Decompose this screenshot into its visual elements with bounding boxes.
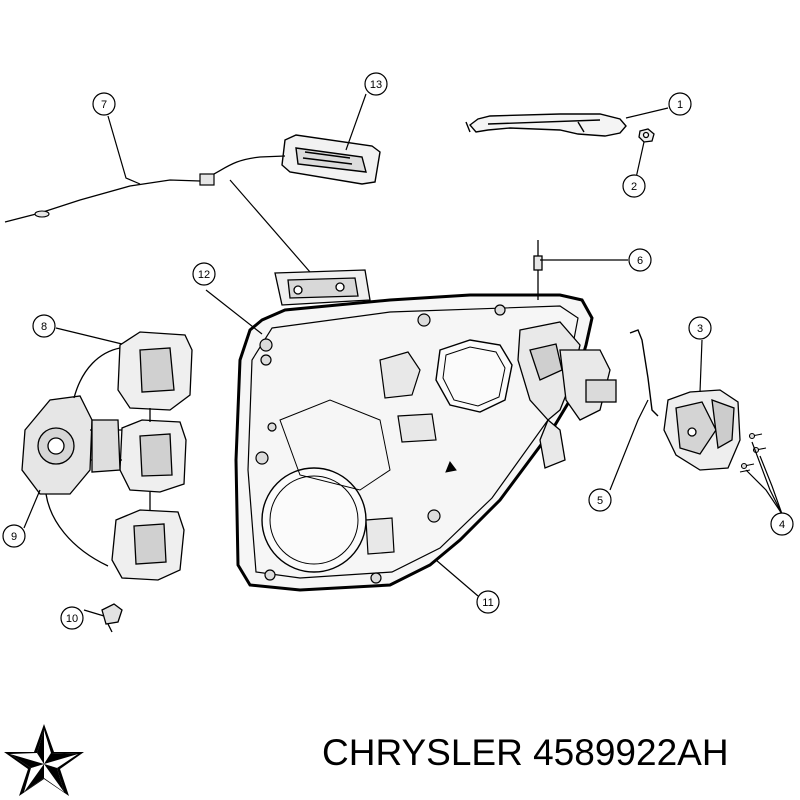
part-screws (739, 432, 767, 473)
callout-8: 8 (32, 314, 56, 338)
callout-label: 9 (11, 531, 17, 543)
callout-label: 8 (41, 321, 47, 333)
callout-label: 1 (677, 99, 683, 111)
part-caption: CHRYSLER 4589922AH (322, 734, 729, 771)
callout-12: 12 (192, 262, 216, 286)
part-door-panel (234, 293, 594, 592)
callout-label: 12 (198, 269, 210, 281)
callout-5: 5 (588, 488, 612, 512)
part-latch-linkage (517, 321, 617, 469)
exploded-parts-diagram: 1 2 3 4 5 6 7 8 9 10 11 12 (2, 72, 794, 633)
brand-name: CHRYSLER (322, 732, 523, 773)
callout-10: 10 (60, 606, 84, 630)
callout-7: 7 (92, 92, 116, 116)
callout-label: 2 (631, 181, 637, 193)
callout-4: 4 (770, 512, 794, 536)
callout-1: 1 (668, 92, 692, 116)
part-latch (663, 389, 741, 471)
callout-9: 9 (2, 524, 26, 548)
callout-13: 13 (364, 72, 388, 96)
part-clip (638, 128, 655, 143)
part-cable (4, 155, 286, 223)
callout-label: 10 (66, 613, 78, 625)
callout-6: 6 (628, 248, 652, 272)
part-link-rod (629, 329, 659, 417)
part-exterior-handle (465, 113, 627, 137)
callout-label: 5 (597, 495, 603, 507)
part-rod (533, 240, 543, 300)
leader-lines (23, 93, 783, 617)
part-inside-handle (281, 134, 381, 185)
callout-11: 11 (476, 590, 500, 614)
callout-label: 7 (101, 99, 107, 111)
part-bolt (101, 603, 123, 633)
part-number: 4589922AH (533, 732, 729, 773)
callout-label: 13 (370, 79, 382, 91)
callout-3: 3 (688, 316, 712, 340)
pentastar-star-icon (4, 724, 84, 796)
callout-label: 11 (482, 597, 493, 609)
callout-label: 3 (697, 323, 703, 335)
callout-label: 6 (637, 255, 643, 267)
part-window-regulator (21, 331, 193, 581)
callout-2: 2 (622, 174, 646, 198)
callout-label: 4 (779, 519, 785, 531)
part-bracket (274, 269, 371, 306)
